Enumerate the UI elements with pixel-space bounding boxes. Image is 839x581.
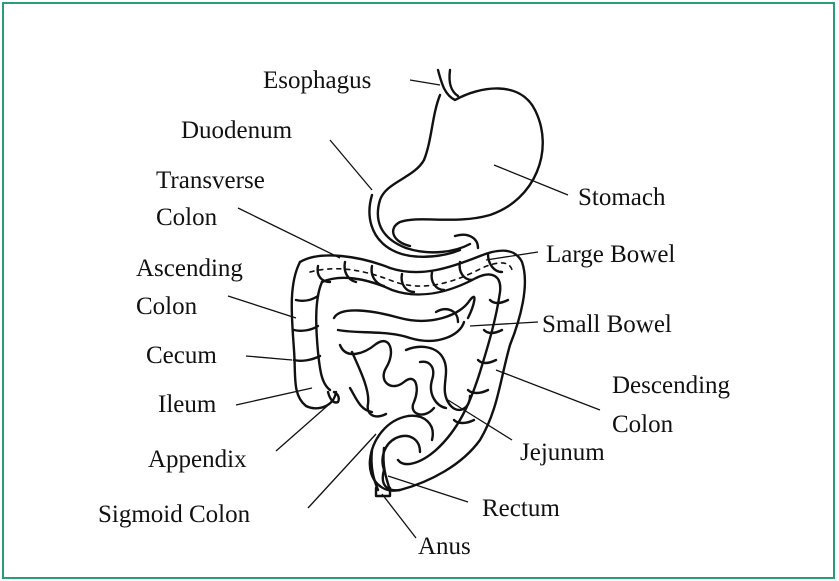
- label-large-bowel: Large Bowel: [546, 241, 675, 268]
- label-jejunum: Jejunum: [520, 439, 605, 466]
- label-small-bowel: Small Bowel: [542, 311, 672, 338]
- label-descending-colon: Colon: [612, 411, 674, 438]
- label-duodenum: Duodenum: [181, 117, 293, 144]
- small-bowel-shape: [334, 297, 474, 417]
- label-ileum: Ileum: [158, 391, 217, 418]
- leader-ileum: [236, 388, 312, 405]
- label-rectum: Rectum: [482, 495, 560, 522]
- large-bowel-shape: [292, 251, 525, 496]
- label-stomach: Stomach: [578, 184, 666, 211]
- anatomy-drawing: [292, 70, 543, 496]
- label-anus: Anus: [418, 533, 471, 560]
- leader-transverse-colon: [238, 208, 340, 258]
- leader-appendix: [276, 400, 334, 451]
- duodenum-shape: [369, 195, 460, 257]
- label-esophagus: Esophagus: [263, 67, 371, 94]
- leader-anus: [382, 494, 416, 538]
- leader-descending-colon: [496, 370, 600, 410]
- label-transverse: Transverse: [156, 167, 265, 194]
- leader-jejunum: [448, 400, 512, 440]
- label-sigmoid-colon: Sigmoid Colon: [98, 501, 251, 528]
- label-cecum: Cecum: [146, 342, 217, 369]
- leader-lines: [228, 80, 600, 538]
- label-ascending-colon: Colon: [136, 293, 198, 320]
- leader-small-bowel: [470, 322, 538, 326]
- label-appendix: Appendix: [148, 446, 247, 473]
- label-descending: Descending: [612, 372, 731, 399]
- leader-cecum: [246, 356, 292, 360]
- label-ascending: Ascending: [136, 255, 243, 282]
- label-transverse-colon: Colon: [156, 204, 218, 231]
- stomach-shape: [378, 70, 543, 252]
- leader-duodenum: [330, 140, 372, 190]
- leader-ascending-colon: [228, 296, 296, 318]
- leader-sigmoid-colon: [308, 434, 376, 508]
- leader-stomach: [494, 165, 568, 195]
- leader-esophagus: [410, 80, 440, 85]
